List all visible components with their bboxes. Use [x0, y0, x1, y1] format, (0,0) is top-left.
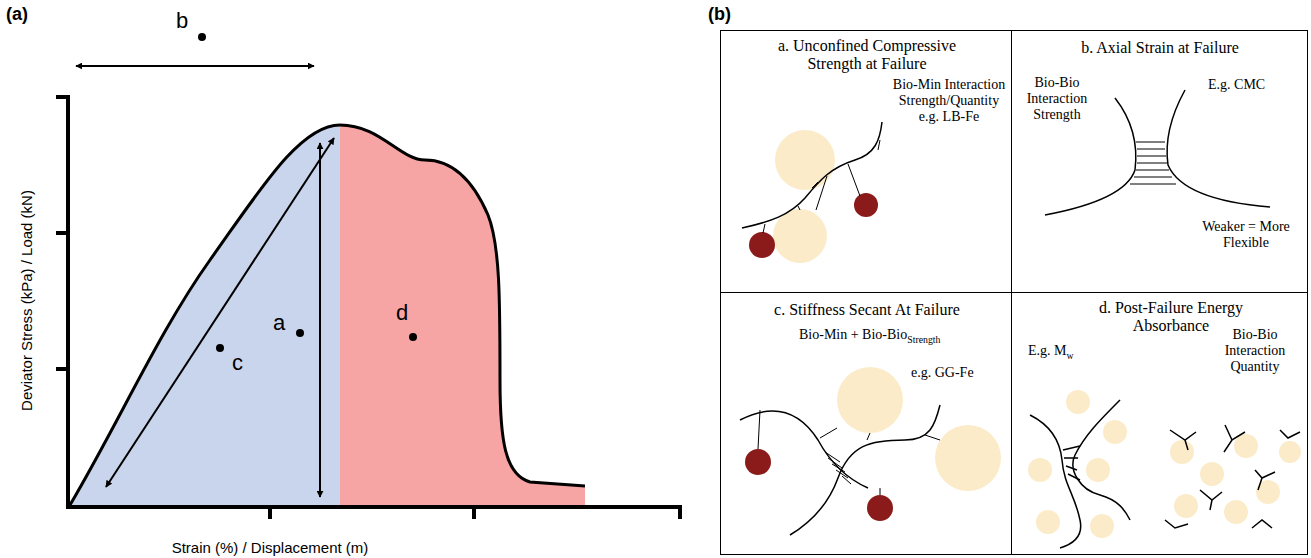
example-note: E.g. CMC — [1208, 77, 1265, 92]
mechanism-note: Bio-Bio Interaction Strength — [1027, 75, 1088, 122]
mechanism-note: Bio-Bio Interaction Quantity — [1225, 327, 1286, 374]
example-note-block: E.g. Mw — [1028, 343, 1118, 361]
stress-curve — [70, 125, 585, 505]
post-failure-area — [340, 125, 585, 505]
quadrant-box: a. Unconfined Compressive Strength at Fa… — [720, 30, 1012, 293]
quadrant-title-block: d. Post-Failure Energy Absorbance — [1086, 299, 1256, 336]
mechanism-note-block: Bio-Bio Interaction Strength — [1018, 75, 1096, 123]
quadrant-title-block: a. Unconfined Compressive Strength at Fa… — [765, 37, 969, 74]
callout-dots — [198, 33, 417, 352]
quadrant-box: b. Axial Strain at FailureBio-Bio Intera… — [1011, 30, 1308, 293]
axes — [56, 95, 682, 519]
panel-label: (b) — [708, 4, 731, 25]
quadrant-title: d. Post-Failure Energy Absorbance — [1099, 299, 1243, 334]
mechanism-note-block: Bio-Min Interaction Strength/Quantity e.… — [891, 77, 1007, 125]
mechanism-note: Bio-Min + Bio-Bio — [799, 327, 907, 342]
quadrant-title-block: b. Axial Strain at Failure — [1052, 39, 1268, 57]
mechanism-note-block: Bio-Bio Interaction Quantity — [1208, 327, 1302, 375]
quadrant-title: b. Axial Strain at Failure — [1081, 39, 1239, 56]
quadrant-box: d. Post-Failure Energy AbsorbanceE.g. Mw… — [1011, 292, 1308, 555]
pre-failure-area — [70, 125, 340, 505]
callout-letter: b — [176, 8, 188, 34]
quadrant-a-figure — [742, 122, 882, 263]
quadrant-c-figure — [740, 367, 1001, 535]
quadrant-title-block: c. Stiffness Secant At Failure — [751, 301, 983, 319]
quadrant-box: c. Stiffness Secant At FailureBio-Min + … — [720, 292, 1012, 555]
callout-letter: d — [396, 300, 408, 326]
axis-title: Deviator Stress (kPa) / Load (kN) — [18, 190, 35, 411]
quadrant-title: a. Unconfined Compressive Strength at Fa… — [778, 37, 956, 72]
measure-arrows — [76, 66, 334, 497]
example-note: e.g. GG-Fe — [911, 365, 974, 380]
example-note-block: e.g. GG-Fe — [911, 365, 1007, 381]
subscript: w — [1067, 350, 1074, 361]
panel-label: (a) — [6, 4, 28, 25]
mechanism-note: Bio-Min Interaction Strength/Quantity e.… — [893, 77, 1005, 124]
quadrant-title: c. Stiffness Secant At Failure — [774, 301, 960, 318]
subscript: Strength — [907, 334, 940, 345]
callout-letter: c — [232, 350, 243, 376]
mechanism-note-block: Weaker = More Flexible — [1192, 219, 1300, 251]
example-note: E.g. M — [1028, 343, 1067, 358]
quadrant-d-figure — [1028, 390, 1301, 548]
mechanism-note: Weaker = More Flexible — [1202, 219, 1290, 250]
callout-letter: a — [273, 310, 285, 336]
axis-title: Strain (%) / Displacement (m) — [172, 539, 369, 556]
example-note-block: E.g. CMC — [1208, 77, 1298, 93]
mechanism-note-block: Bio-Min + Bio-BioStrength — [799, 327, 999, 345]
